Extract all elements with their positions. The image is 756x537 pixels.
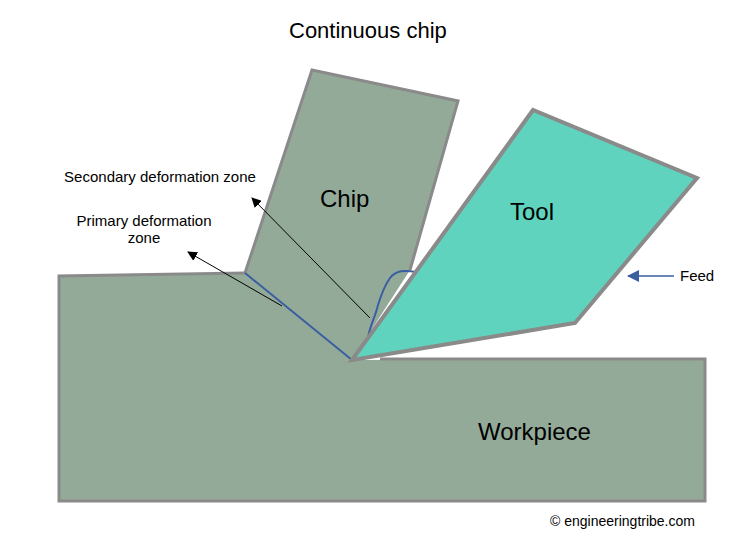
feed-arrow <box>628 275 674 277</box>
tool-node: Tool <box>345 104 705 366</box>
zone-label: Secondary deformation zone <box>62 168 258 185</box>
watermark: © engineeringtribe.com <box>550 513 695 529</box>
zone-label: Primary deformation zone <box>62 212 226 247</box>
leader-line <box>252 198 370 318</box>
part-name: Chip <box>320 185 369 213</box>
part-name: Workpiece <box>478 418 591 446</box>
part-name: Tool <box>510 198 554 226</box>
leader-line <box>188 252 282 306</box>
diagram-title: Continuous chip <box>289 18 447 43</box>
feed-label: Feed <box>680 267 714 284</box>
tool-shape <box>345 104 705 366</box>
